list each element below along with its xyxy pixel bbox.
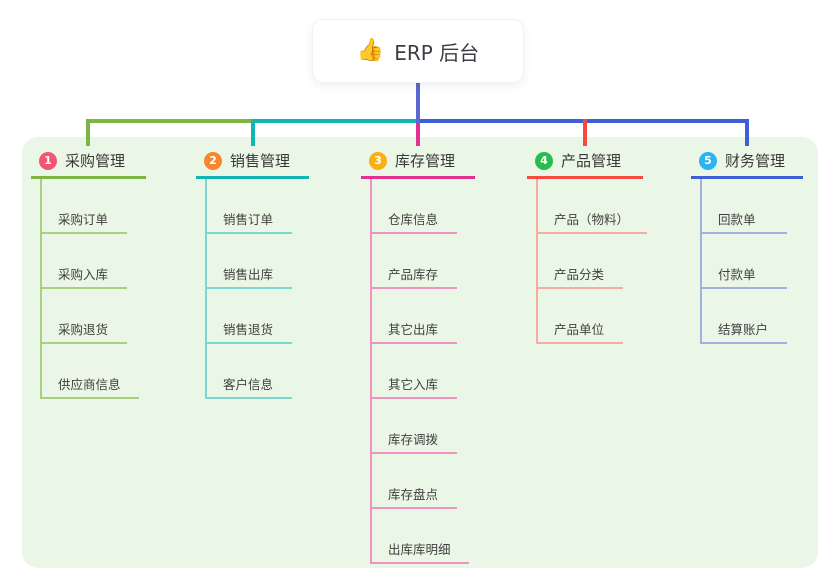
branch-node[interactable]: 4 产品管理 [527,151,643,179]
root-node-label: ERP 后台 [394,40,480,65]
child-node[interactable]: 出库库明细 [372,509,469,564]
root-node[interactable]: 👍 ERP 后台 [313,20,523,82]
child-node[interactable]: 库存盘点 [372,454,457,509]
branch-number-badge: 3 [369,152,387,170]
connector-drop-branch1 [86,119,90,146]
child-node[interactable]: 库存调拨 [372,399,457,454]
branch-label: 财务管理 [725,152,786,170]
child-node[interactable]: 结算账户 [702,289,787,344]
branch-children: 采购订单 采购入库 采购退货 供应商信息 [40,179,146,399]
child-node[interactable]: 供应商信息 [42,344,139,399]
branch-chanpin: 4 产品管理 产品（物料） 产品分类 产品单位 [527,151,648,344]
child-node[interactable]: 产品分类 [538,234,623,289]
child-node[interactable]: 销售退货 [207,289,292,344]
branch-label: 销售管理 [230,152,291,170]
child-node[interactable]: 仓库信息 [372,179,457,234]
branch-children: 回款单 付款单 结算账户 [700,179,803,344]
child-node[interactable]: 销售出库 [207,234,292,289]
connector-root-trunk [416,82,420,123]
child-node[interactable]: 付款单 [702,234,787,289]
connector-horizontal-branch2 [253,119,418,123]
child-node[interactable]: 产品库存 [372,234,457,289]
branch-label: 采购管理 [65,152,126,170]
branch-number-badge: 1 [39,152,57,170]
child-node[interactable]: 产品（物料） [538,179,648,234]
connector-drop-branch5 [745,119,749,146]
thumbs-up-icon: 👍 [356,38,385,63]
connector-drop-branch2 [251,119,255,146]
connector-horizontal-branch1 [86,119,253,123]
child-node[interactable]: 其它入库 [372,344,457,399]
branch-children: 仓库信息 产品库存 其它出库 其它入库 库存调拨 库存盘点 出库库明细 [370,179,475,564]
child-node[interactable]: 其它出库 [372,289,457,344]
branch-children: 产品（物料） 产品分类 产品单位 [536,179,648,344]
branch-number-badge: 4 [535,152,553,170]
branch-node[interactable]: 5 财务管理 [691,151,803,179]
branches-panel [22,137,818,568]
branch-kucun: 3 库存管理 仓库信息 产品库存 其它出库 其它入库 库存调拨 库存盘点 出库库… [361,151,475,564]
child-node[interactable]: 采购入库 [42,234,127,289]
branch-xiaoshou: 2 销售管理 销售订单 销售出库 销售退货 客户信息 [196,151,309,399]
branch-number-badge: 2 [204,152,222,170]
branch-node[interactable]: 2 销售管理 [196,151,309,179]
branch-label: 产品管理 [561,152,622,170]
branch-label: 库存管理 [395,152,456,170]
branch-node[interactable]: 3 库存管理 [361,151,475,179]
branch-children: 销售订单 销售出库 销售退货 客户信息 [205,179,309,399]
child-node[interactable]: 客户信息 [207,344,292,399]
branch-number-badge: 5 [699,152,717,170]
connector-drop-branch3 [416,119,420,146]
branch-caigou: 1 采购管理 采购订单 采购入库 采购退货 供应商信息 [31,151,146,399]
child-node[interactable]: 采购退货 [42,289,127,344]
child-node[interactable]: 回款单 [702,179,787,234]
connector-drop-branch4 [583,119,587,146]
child-node[interactable]: 销售订单 [207,179,292,234]
branch-caiwu: 5 财务管理 回款单 付款单 结算账户 [691,151,803,344]
child-node[interactable]: 产品单位 [538,289,623,344]
child-node[interactable]: 采购订单 [42,179,127,234]
branch-node[interactable]: 1 采购管理 [31,151,146,179]
